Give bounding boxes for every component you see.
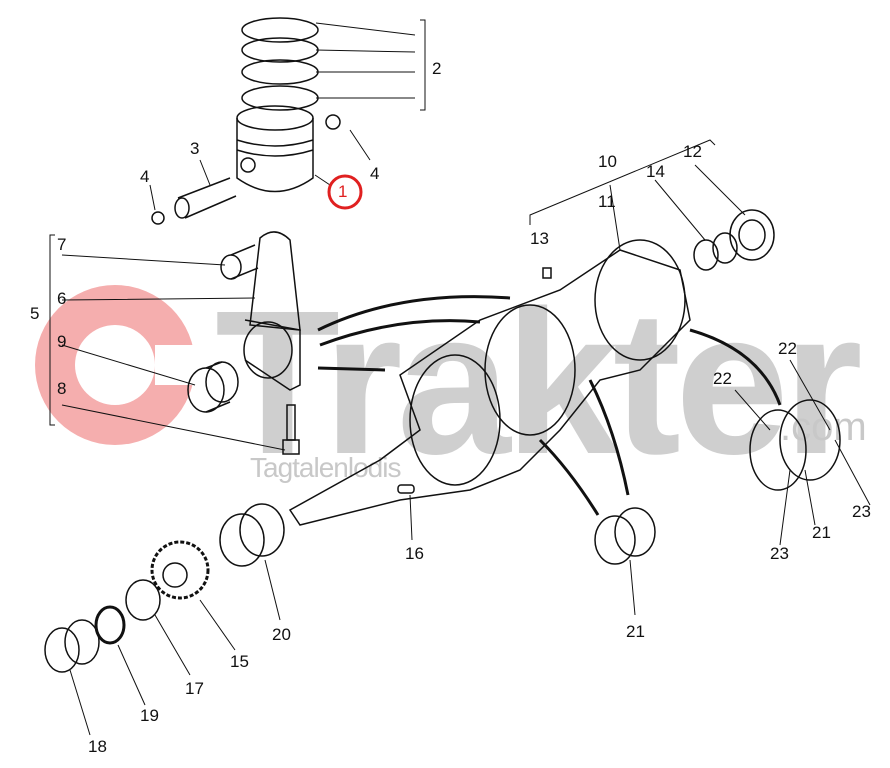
- label-1: 1: [338, 182, 348, 201]
- piston: [236, 105, 314, 193]
- piston-pin: [174, 177, 237, 219]
- assembly-arrows: [317, 295, 782, 516]
- crankshaft: [288, 239, 691, 526]
- leader-lines: [49, 19, 871, 736]
- label-5: 5: [30, 304, 40, 323]
- label-11: 11: [598, 192, 616, 211]
- label-18: 18: [88, 737, 107, 756]
- label-22: 22: [713, 369, 732, 388]
- label-14: 14: [646, 162, 665, 181]
- woodruff-key: [397, 484, 415, 494]
- thrust-bearing: [749, 399, 841, 491]
- label-22: 22: [778, 339, 797, 358]
- label-23: 23: [770, 544, 789, 563]
- o-ring: [94, 605, 126, 645]
- label-13: 13: [530, 229, 549, 248]
- label-4: 4: [140, 167, 150, 186]
- label-19: 19: [140, 706, 159, 725]
- watermark-com: .com: [780, 405, 867, 449]
- key: [542, 267, 552, 279]
- rod-bolt: [282, 404, 300, 455]
- label-12: 12: [683, 142, 702, 161]
- bearing-shell: [187, 361, 239, 413]
- label-17: 17: [185, 679, 204, 698]
- gear: [150, 540, 210, 600]
- label-2: 2: [432, 59, 442, 78]
- piston-rings: [241, 17, 319, 111]
- label-9: 9: [57, 332, 67, 351]
- circlip: [151, 211, 165, 225]
- label-20: 20: [272, 625, 291, 644]
- label-10: 10: [598, 152, 617, 171]
- label-21: 21: [812, 523, 831, 542]
- main-bearing-front: [219, 503, 285, 567]
- highlight-circle: [327, 174, 363, 210]
- label-4: 4: [370, 164, 380, 183]
- logo-gear-icon: [35, 285, 215, 445]
- circlip: [325, 114, 341, 130]
- label-7: 7: [57, 235, 67, 254]
- label-23: 23: [852, 502, 871, 521]
- main-bearing: [594, 507, 656, 565]
- bushing: [693, 232, 738, 271]
- label-6: 6: [57, 289, 67, 308]
- washer: [125, 579, 161, 621]
- label-15: 15: [230, 652, 249, 671]
- front-sleeve: [44, 619, 100, 673]
- connecting-rod: [220, 231, 301, 391]
- label-16: 16: [405, 544, 424, 563]
- label-3: 3: [190, 139, 200, 158]
- label-21: 21: [626, 622, 645, 641]
- label-8: 8: [57, 379, 67, 398]
- watermark-subtext: Tagtalenlodis: [250, 452, 401, 483]
